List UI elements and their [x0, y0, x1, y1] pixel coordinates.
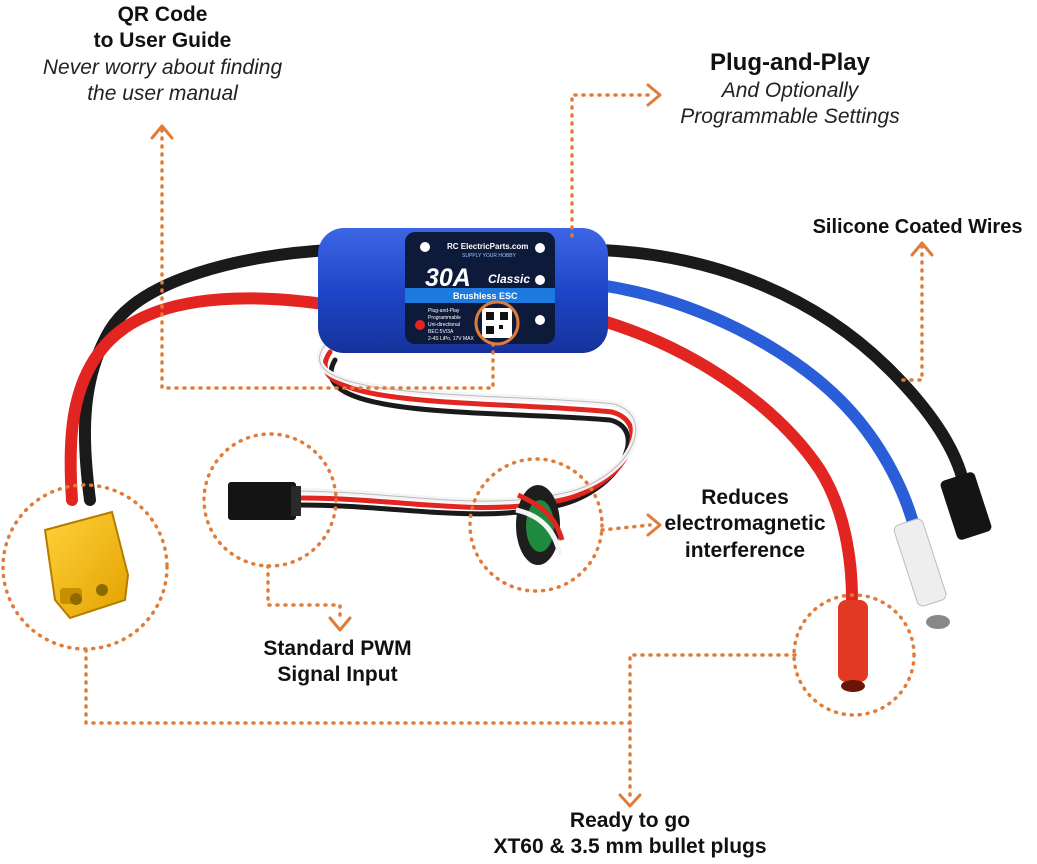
ready-line2: XT60 & 3.5 mm bullet plugs [493, 835, 767, 859]
silicone-title: Silicone Coated Wires [812, 216, 1023, 238]
ready-callout-label: Ready to go XT60 & 3.5 mm bullet plugs [470, 808, 790, 861]
silicone-leader [901, 243, 924, 382]
plug-leader [570, 93, 652, 238]
silicone-callout-label: Silicone Coated Wires [800, 215, 1035, 240]
esc-spec-1: Plug-and-Play [428, 308, 460, 314]
pwm-line2: Signal Input [277, 663, 398, 687]
emi-line2: electromagnetic [664, 512, 826, 536]
esc-tagline: SUPPLY YOUR HOBBY [462, 253, 517, 259]
esc-spec-3: Uni-directional [428, 322, 460, 328]
esc-model: 30A [425, 264, 471, 292]
emi-callout-label: Reduces electromagnetic interference [655, 485, 835, 564]
ready-line1: Ready to go [569, 809, 691, 832]
bullet-callout-ring [792, 593, 916, 717]
ready-leader-left [84, 648, 632, 797]
emi-callout-ring [468, 457, 604, 593]
esc-variant: Classic [488, 272, 530, 286]
servo-connector [228, 482, 301, 520]
qr-callout-label: QR Code to User Guide Never worry about … [10, 2, 315, 107]
callout-arrowheads [150, 83, 934, 808]
esc-type: Brushless ESC [453, 291, 518, 301]
esc-spec-4: BEC:5V/3A [428, 329, 454, 335]
esc-spec-2: Programmable [428, 315, 461, 321]
xt60-plug [43, 510, 130, 620]
ferrite-ring [515, 485, 565, 565]
pwm-callout-label: Standard PWM Signal Input [240, 636, 435, 689]
emi-line3: interference [684, 538, 806, 562]
qr-callout-ring [474, 300, 520, 346]
pwm-line1: Standard PWM [263, 637, 412, 660]
esc-label-text: RC ElectricParts.com SUPPLY YOUR HOBBY 3… [425, 242, 530, 342]
qr-title-line2: to User Guide [93, 29, 232, 53]
motor-wires [594, 244, 971, 606]
ready-leader-right [628, 653, 797, 725]
emi-leader [600, 523, 652, 532]
emi-line1: Reduces [701, 486, 789, 509]
callout-lines [1, 93, 924, 797]
plug-callout-label: Plug-and-Play And Optionally Programmabl… [640, 48, 940, 131]
plug-title: Plug-and-Play [709, 49, 871, 76]
qr-title-line1: QR Code [117, 3, 208, 26]
bullet-connectors [838, 472, 992, 692]
qr-sub-line1: Never worry about finding [42, 55, 283, 79]
qr-sub-line2: the user manual [87, 81, 238, 105]
esc-brand: RC ElectricParts.com [447, 242, 528, 251]
pwm-callout-ring [202, 432, 338, 568]
esc-spec-5: 2-4S LiPo, 17V MAX [428, 336, 475, 342]
plug-sub-line1: And Optionally [721, 79, 859, 102]
plug-sub-line2: Programmable Settings [680, 105, 900, 129]
signal-wires [297, 342, 639, 517]
qr-leader [160, 126, 495, 390]
pwm-leader [266, 564, 342, 622]
battery-wires [64, 244, 336, 506]
